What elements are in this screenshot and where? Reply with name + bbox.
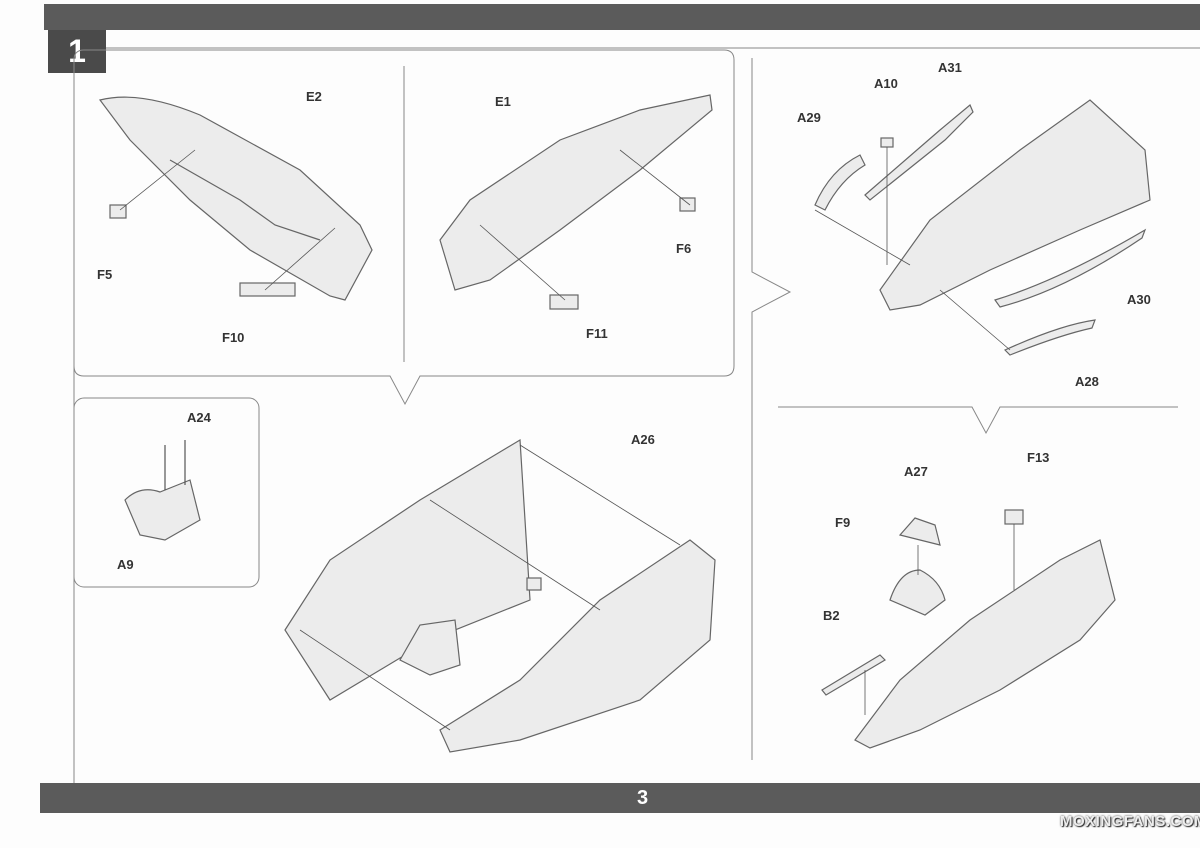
part-label-a9: A9: [117, 557, 134, 572]
part-label-f13: F13: [1027, 450, 1050, 465]
part-label-a27: A27: [904, 464, 928, 479]
part-label-f11: F11: [586, 326, 608, 341]
part-label-a28: A28: [1075, 374, 1099, 389]
part-a10: [880, 137, 894, 148]
page-number: 3: [636, 787, 649, 809]
header-bar: [44, 4, 1200, 30]
part-f10: [239, 282, 296, 297]
footer-bar: 3: [40, 783, 1200, 813]
part-fuselage-left-half: [284, 438, 531, 701]
assembly-guide-lines: [119, 147, 1015, 731]
part-a30: [994, 228, 1147, 308]
part-a29: [814, 154, 866, 211]
part-e1: [439, 94, 713, 291]
part-label-a26: A26: [631, 432, 655, 447]
part-label-f5: F5: [97, 267, 113, 282]
part-label-f10: F10: [222, 330, 245, 345]
watermark-logo: MOXINGFANS.COM: [1060, 813, 1200, 830]
right-section-arrow: [778, 406, 1178, 435]
part-f13: [1004, 509, 1024, 525]
part-label-a24: A24: [187, 410, 211, 425]
subassembly-panel-top: [73, 49, 735, 406]
part-e2-detail: [169, 159, 321, 241]
part-label-f6: F6: [676, 241, 692, 256]
part-label-e1: E1: [495, 94, 511, 109]
part-a28: [1003, 319, 1096, 356]
part-a26: [526, 577, 542, 591]
part-fuselage-assembly-upper: [879, 99, 1151, 311]
part-label-a29: A29: [797, 110, 821, 125]
part-f9: [889, 569, 946, 616]
part-e2: [98, 96, 373, 301]
right-divider-arrow: [751, 58, 792, 760]
part-label-e2: E2: [306, 89, 322, 104]
part-a9-seat: [124, 479, 201, 541]
part-seat-installed: [399, 619, 461, 676]
part-fuselage-assembly-lower: [854, 539, 1116, 749]
part-f6: [679, 197, 696, 212]
part-a31: [864, 104, 974, 201]
part-b2: [821, 654, 886, 696]
part-label-b2: B2: [823, 608, 840, 623]
part-label-a10: A10: [874, 76, 898, 91]
part-label-f9: F9: [835, 515, 851, 530]
part-label-a31: A31: [938, 60, 962, 75]
part-f11: [549, 294, 579, 310]
part-label-a30: A30: [1127, 292, 1151, 307]
part-fuselage-right-half: [439, 539, 716, 753]
subassembly-panel-seat: [73, 397, 260, 588]
part-a27: [898, 517, 941, 546]
